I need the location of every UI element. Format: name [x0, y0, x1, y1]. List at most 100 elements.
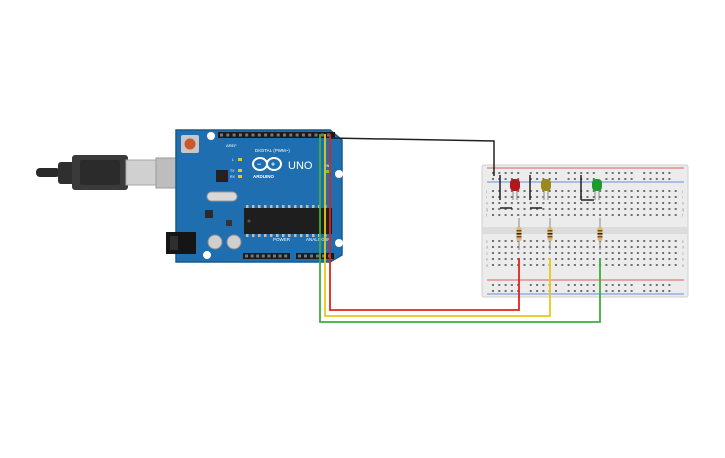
breadboard-hole[interactable] [510, 196, 513, 198]
breadboard-hole[interactable] [555, 252, 557, 254]
breadboard-hole[interactable] [643, 240, 646, 242]
breadboard-hole[interactable] [624, 264, 627, 266]
breadboard-hole[interactable] [649, 252, 652, 254]
breadboard-hole[interactable] [561, 196, 564, 198]
power-rail-hole[interactable] [586, 284, 589, 286]
breadboard-hole[interactable] [536, 264, 539, 266]
digital-pin[interactable] [301, 133, 305, 137]
breadboard-hole[interactable] [580, 252, 583, 254]
digital-pin[interactable] [308, 133, 312, 137]
power-rail-hole[interactable] [517, 172, 520, 174]
breadboard-hole[interactable] [674, 258, 677, 260]
breadboard-hole[interactable] [655, 246, 658, 248]
breadboard-hole[interactable] [529, 190, 532, 192]
breadboard-hole[interactable] [599, 252, 602, 254]
power-rail-hole[interactable] [492, 178, 494, 180]
breadboard-hole[interactable] [655, 208, 658, 210]
power-rail-hole[interactable] [492, 284, 494, 286]
breadboard-hole[interactable] [523, 246, 526, 248]
power-rail-hole[interactable] [605, 178, 608, 180]
breadboard-hole[interactable] [561, 202, 564, 204]
power-rail-hole[interactable] [605, 284, 608, 286]
breadboard-hole[interactable] [504, 214, 507, 216]
breadboard-hole[interactable] [592, 264, 595, 266]
breadboard-hole[interactable] [542, 246, 545, 248]
breadboard-hole[interactable] [592, 208, 595, 210]
breadboard-hole[interactable] [636, 252, 639, 254]
breadboard-hole[interactable] [510, 258, 513, 260]
breadboard-hole[interactable] [561, 252, 564, 254]
breadboard-hole[interactable] [611, 264, 614, 266]
breadboard-hole[interactable] [618, 258, 620, 260]
power-rail-hole[interactable] [668, 178, 671, 180]
breadboard-hole[interactable] [674, 264, 677, 266]
breadboard-hole[interactable] [504, 196, 507, 198]
breadboard-hole[interactable] [567, 246, 570, 248]
power-rail-hole[interactable] [630, 284, 633, 286]
power-rail-hole[interactable] [555, 284, 557, 286]
breadboard-hole[interactable] [567, 240, 570, 242]
breadboard-hole[interactable] [548, 190, 551, 192]
breadboard-hole[interactable] [510, 214, 513, 216]
breadboard-hole[interactable] [592, 214, 595, 216]
breadboard-hole[interactable] [611, 240, 614, 242]
breadboard-hole[interactable] [542, 264, 545, 266]
breadboard-hole[interactable] [643, 196, 646, 198]
breadboard-hole[interactable] [504, 190, 507, 192]
breadboard-hole[interactable] [567, 252, 570, 254]
breadboard-hole[interactable] [586, 190, 589, 192]
breadboard-hole[interactable] [624, 252, 627, 254]
power-rail-hole[interactable] [536, 172, 539, 174]
breadboard-hole[interactable] [567, 214, 570, 216]
power-rail-hole[interactable] [529, 284, 532, 286]
breadboard-hole[interactable] [611, 258, 614, 260]
breadboard-hole[interactable] [586, 252, 589, 254]
power-rail-hole[interactable] [510, 172, 513, 174]
power-rail-hole[interactable] [517, 178, 520, 180]
breadboard-hole[interactable] [542, 240, 545, 242]
breadboard-hole[interactable] [668, 190, 671, 192]
breadboard-hole[interactable] [523, 264, 526, 266]
power-rail-hole[interactable] [662, 290, 665, 292]
breadboard-hole[interactable] [643, 190, 646, 192]
breadboard-hole[interactable] [536, 252, 539, 254]
power-rail-hole[interactable] [542, 290, 545, 292]
power-rail-hole[interactable] [573, 284, 576, 286]
power-rail-hole[interactable] [580, 284, 583, 286]
breadboard-hole[interactable] [529, 246, 532, 248]
breadboard-hole[interactable] [504, 208, 507, 210]
breadboard-hole[interactable] [618, 196, 620, 198]
breadboard-hole[interactable] [618, 202, 620, 204]
breadboard-hole[interactable] [580, 258, 583, 260]
breadboard-hole[interactable] [517, 208, 520, 210]
breadboard-hole[interactable] [542, 196, 545, 198]
breadboard-hole[interactable] [517, 202, 520, 204]
power-pin-header[interactable] [243, 253, 290, 259]
breadboard-hole[interactable] [611, 252, 614, 254]
breadboard-hole[interactable] [586, 264, 589, 266]
breadboard-hole[interactable] [668, 246, 671, 248]
breadboard-hole[interactable] [662, 258, 665, 260]
digital-pin[interactable] [327, 133, 331, 137]
breadboard-hole[interactable] [529, 196, 532, 198]
power-rail-hole[interactable] [536, 178, 539, 180]
breadboard-hole[interactable] [542, 258, 545, 260]
breadboard-hole[interactable] [510, 202, 513, 204]
power-rail-hole[interactable] [548, 178, 551, 180]
power-rail-hole[interactable] [542, 284, 545, 286]
breadboard-hole[interactable] [655, 252, 658, 254]
digital-pin[interactable] [245, 133, 249, 137]
power-rail-hole[interactable] [573, 178, 576, 180]
breadboard-hole[interactable] [611, 208, 614, 210]
breadboard-hole[interactable] [523, 190, 526, 192]
power-rail-hole[interactable] [662, 172, 665, 174]
breadboard-hole[interactable] [492, 190, 494, 192]
resistor-red-led[interactable] [516, 218, 522, 250]
power-rail-hole[interactable] [630, 290, 633, 292]
breadboard-hole[interactable] [517, 190, 520, 192]
power-rail-hole[interactable] [624, 284, 627, 286]
breadboard-hole[interactable] [655, 258, 658, 260]
power-rail-hole[interactable] [655, 290, 658, 292]
breadboard-hole[interactable] [542, 202, 545, 204]
breadboard-hole[interactable] [649, 208, 652, 210]
